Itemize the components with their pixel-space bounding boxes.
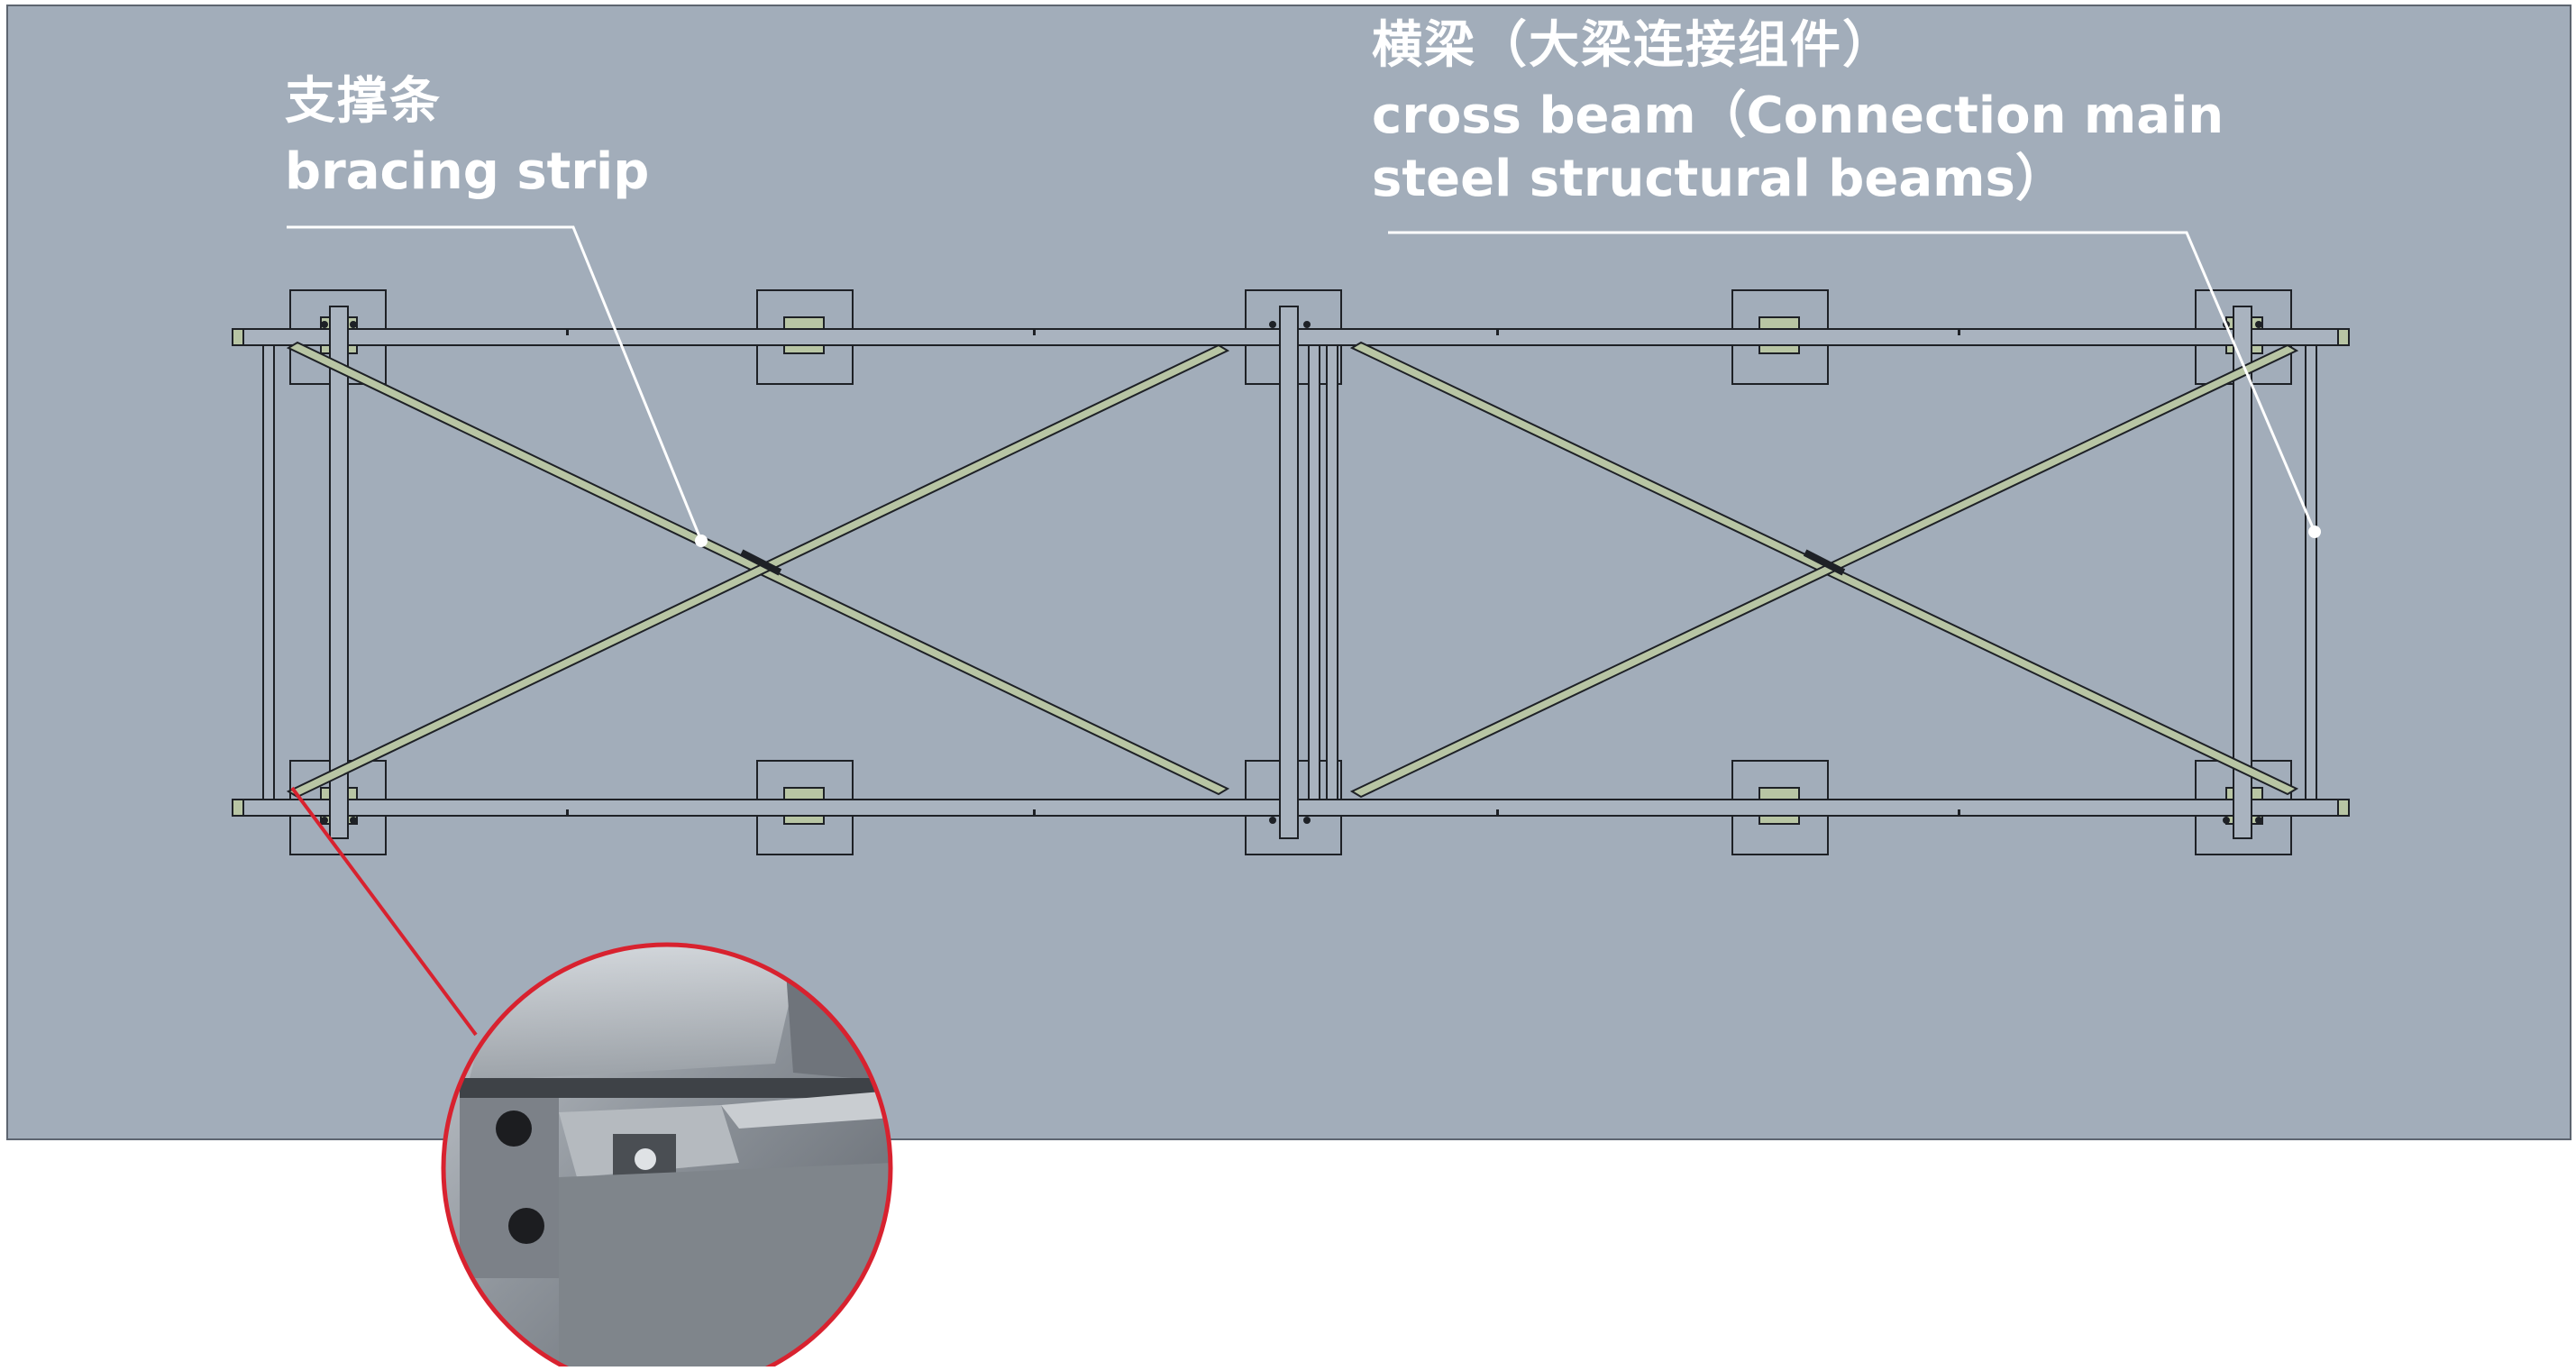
beam-tick	[1958, 330, 1960, 335]
bolt	[350, 321, 357, 328]
cross-beams	[262, 306, 2317, 839]
callout-leaders	[287, 225, 2316, 542]
bracing-strip-label-zh: 支撑条	[285, 72, 442, 131]
beam-end-cap	[2337, 799, 2350, 817]
bracing-strip	[1349, 343, 2299, 799]
bolt-marks	[321, 321, 2262, 824]
crossbeam-leader-dot	[2308, 526, 2321, 538]
beam-tick	[1496, 330, 1499, 335]
cross-beam-right-inner	[2233, 306, 2252, 839]
bolt-head	[508, 1208, 544, 1244]
detail-leader-line	[290, 786, 478, 1037]
bolt	[1269, 321, 1276, 328]
beam-tick	[1033, 809, 1036, 815]
beam-tick	[1958, 809, 1960, 815]
crossing-clamp	[1803, 549, 1846, 576]
cross-beam-mid-b	[1308, 344, 1320, 800]
cross-beam-label-zh: 横梁（大梁连接组件）	[1372, 16, 1895, 75]
bolt	[321, 321, 328, 328]
bolt	[2255, 321, 2262, 328]
bracing-leader-dot	[695, 535, 708, 547]
crossing-clamp	[739, 549, 782, 576]
detail-photo	[443, 945, 891, 1371]
bolt	[1303, 817, 1311, 824]
cross-beam-right-outer	[2305, 344, 2317, 800]
cross-beam-left-outer	[262, 344, 275, 800]
crossbeam-leader-line	[1388, 231, 2316, 533]
cross-beam-left-inner	[329, 306, 349, 839]
bracing-leader-line	[287, 225, 703, 542]
beam-tick	[1496, 809, 1499, 815]
cross-beam-label-en-line2: steel structural beams）	[1372, 150, 2066, 208]
beam-end-cap	[232, 799, 244, 817]
beam-end-cap	[232, 328, 244, 346]
bolt-head	[496, 1111, 532, 1147]
beam-tick	[566, 330, 569, 335]
bolt	[321, 817, 328, 824]
bolt	[1269, 817, 1276, 824]
bracing-strip-label-en: bracing strip	[285, 142, 650, 201]
bracing-strip-label: 支撑条 bracing strip	[285, 70, 649, 204]
cross-beam-label-en-line1: cross beam（Connection main	[1372, 87, 2224, 145]
beam-tick	[1033, 330, 1036, 335]
detail-photo-frame	[441, 942, 893, 1371]
cross-beam-label: 横梁（大梁连接组件） cross beam（Connection main st…	[1372, 14, 2224, 211]
cross-beam-mid-c	[1326, 344, 1338, 800]
beam-tick	[566, 809, 569, 815]
cross-beam-mid-a	[1279, 306, 1299, 839]
bolt	[350, 817, 357, 824]
beam-end-cap	[2337, 328, 2350, 346]
bracing-strip	[286, 343, 1230, 799]
bolt	[2223, 817, 2230, 824]
bolt	[2255, 817, 2262, 824]
bolt	[1303, 321, 1311, 328]
bracing-strips	[286, 341, 2299, 799]
